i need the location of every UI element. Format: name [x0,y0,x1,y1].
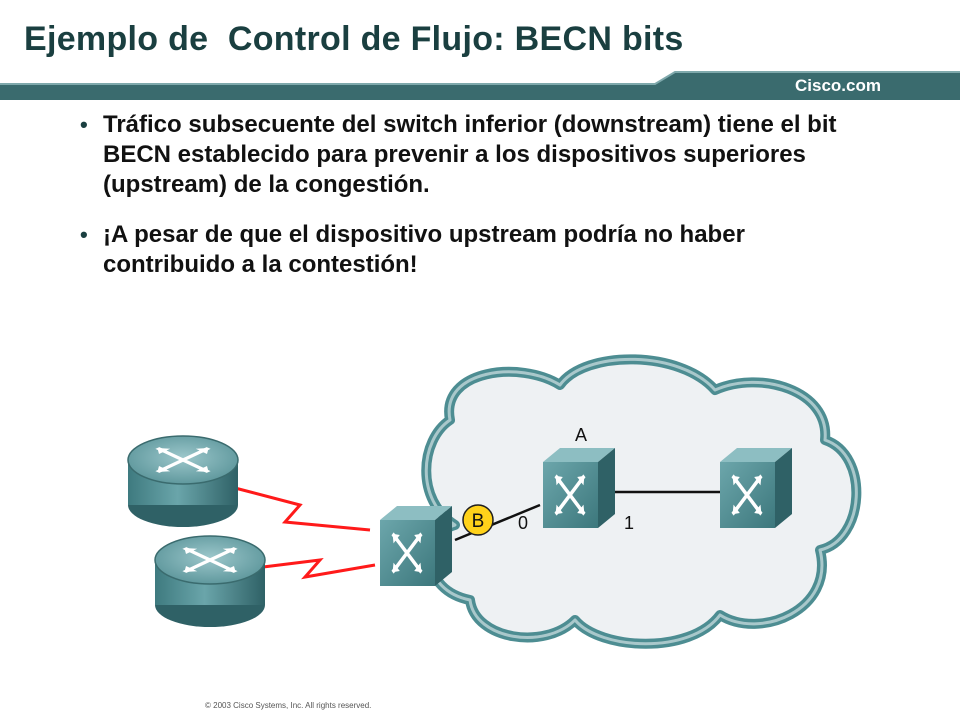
router-icon [127,435,239,527]
serial-link-icon [234,486,376,580]
copyright-footer: © 2003 Cisco Systems, Inc. All rights re… [205,701,372,710]
bullet-dot-icon: • [80,112,88,137]
slide-title: Ejemplo de Control de Flujo: BECN bits [24,20,684,58]
frame-relay-switch-icon [543,448,615,528]
bullet-dot-icon: • [80,222,88,247]
cloud-icon [421,354,862,649]
frame-relay-switch-icon [720,448,792,528]
port-1-label: 1 [624,513,634,533]
bullet-text: ¡A pesar de que el dispositivo upstream … [103,221,745,278]
bullet-text: Tráfico subsecuente del switch inferior … [103,111,837,198]
port-0-label: 0 [518,513,528,533]
bullet-list: • Tráfico subsecuente del switch inferior… [78,110,878,300]
router-icon [154,535,266,627]
becn-marker: B [462,504,494,536]
link-line [454,503,541,542]
becn-marker-label: B [472,511,485,532]
network-diagram: B A 0 1 [127,354,862,649]
switch-a-label: A [575,425,587,445]
frame-relay-switch-icon [380,506,452,586]
bullet-item: • Tráfico subsecuente del switch inferior… [78,110,878,200]
bullet-item: • ¡A pesar de que el dispositivo upstream… [78,220,878,280]
cisco-brand: Cisco.com [795,76,881,95]
header-banner [0,71,960,100]
